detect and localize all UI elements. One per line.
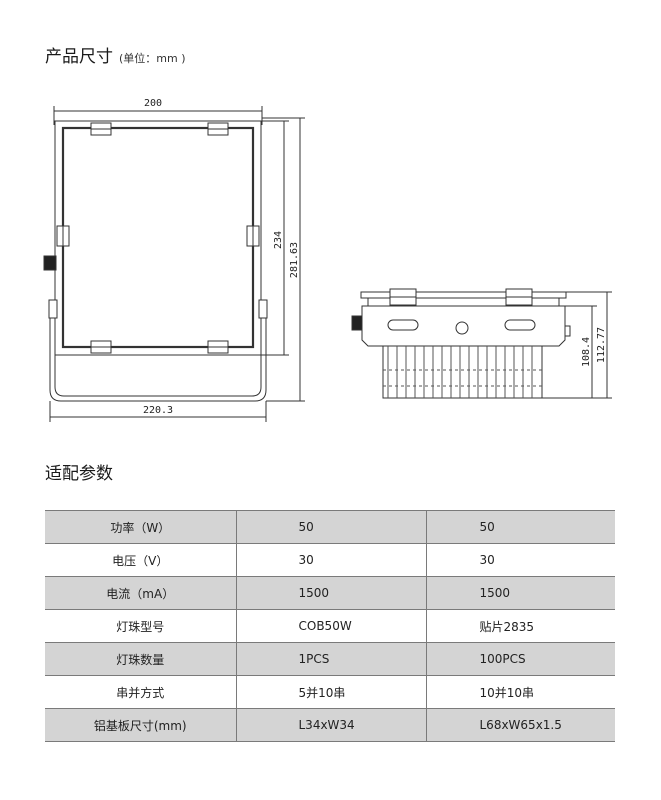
side-view — [351, 288, 612, 399]
value-cob-cell: 1PCS — [236, 642, 427, 676]
param-name-cell: 电压（V） — [45, 543, 237, 577]
dimensions-unit-text: (单位：mm ) — [119, 52, 186, 65]
front-height-label: 234 — [273, 231, 284, 249]
bracket-pivot-right — [258, 299, 268, 319]
value-smd-cell: 50 — [426, 510, 615, 544]
value-smd-cell: L68xW65x1.5 — [426, 708, 615, 742]
value-cob-cell: 30 — [236, 543, 427, 577]
params-section-title: 适配参数 — [45, 464, 113, 484]
front-lens — [61, 126, 255, 349]
front-view — [43, 106, 305, 422]
value-cob-cell: COB50W — [236, 609, 427, 643]
value-smd-cell: 贴片2835 — [426, 609, 615, 643]
side-slot-left — [387, 319, 419, 331]
value-smd-cell: 30 — [426, 543, 615, 577]
side-cable-gland — [351, 315, 363, 331]
value-cob-cell: 1500 — [236, 576, 427, 610]
heat-sink-block — [382, 345, 543, 399]
dimensions-title-text: 产品尺寸 — [45, 47, 113, 67]
side-tab — [564, 325, 571, 337]
value-smd-cell: 1500 — [426, 576, 615, 610]
total-height-label: 281.63 — [289, 242, 300, 278]
side-pivot-hole — [455, 321, 469, 335]
dimensions-section-title: 产品尺寸 (单位：mm ) — [45, 42, 186, 67]
value-cob-cell: 5并10串 — [236, 675, 427, 709]
cable-gland — [43, 255, 57, 271]
param-name-cell: 铝基板尺寸(mm) — [45, 708, 237, 742]
side-height-label: 108.4 — [581, 337, 592, 367]
value-smd-cell: 100PCS — [426, 642, 615, 676]
param-name-cell: 串并方式 — [45, 675, 237, 709]
bracket-pivot-left — [48, 299, 58, 319]
bracket-outer — [49, 304, 267, 402]
side-slot-right — [504, 319, 536, 331]
value-cob-cell: 50 — [236, 510, 427, 544]
param-name-cell: 电流（mA） — [45, 576, 237, 610]
front-width-label: 200 — [144, 98, 162, 109]
heat-fins — [383, 346, 542, 398]
bracket-inner — [54, 308, 262, 397]
bracket-width-label: 220.3 — [143, 405, 173, 416]
param-name-cell: 灯珠型号 — [45, 609, 237, 643]
param-name-cell: 功率（W） — [45, 510, 237, 544]
param-name-cell: 灯珠数量 — [45, 642, 237, 676]
side-total-height-label: 112.77 — [596, 327, 607, 363]
dimension-drawing: 200 220.3 234 281.63 — [43, 98, 612, 422]
value-smd-cell: 10并10串 — [426, 675, 615, 709]
value-cob-cell: L34xW34 — [236, 708, 427, 742]
front-housing-outer — [54, 120, 262, 356]
